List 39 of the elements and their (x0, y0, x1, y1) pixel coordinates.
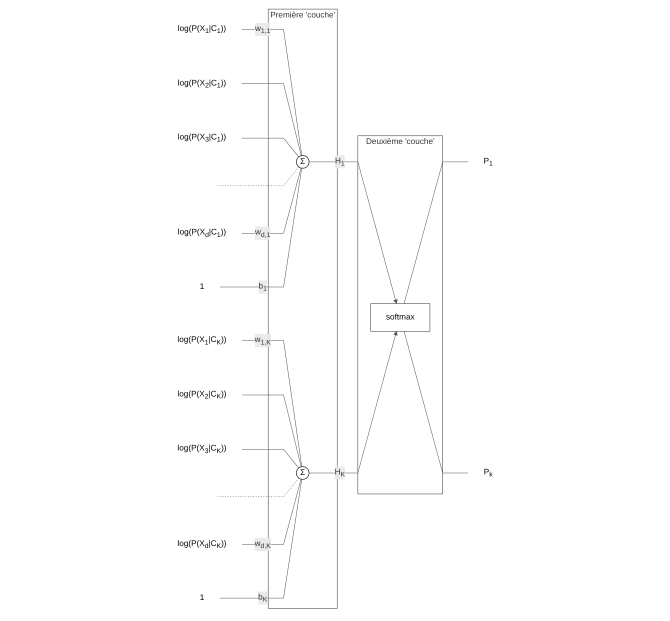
connector (404, 330, 469, 474)
connector (241, 394, 302, 468)
node-text: P$_{k}$ (484, 468, 493, 478)
connector (241, 29, 302, 156)
connector (241, 478, 302, 545)
node-text: log(P(X$_{d}$|C$_{1}$)) (178, 228, 226, 238)
connector (216, 478, 299, 498)
connector (241, 138, 299, 158)
edge-label: H$_{K}$ (334, 468, 345, 478)
connector (216, 166, 299, 186)
node-text: log(P(X$_{3}$|C$_{1}$)) (178, 132, 226, 144)
edge-label: w$_{1,K}$ (254, 336, 271, 346)
node-text: 1 (200, 282, 204, 292)
connector (241, 84, 302, 156)
edge-label: H$_{1}$ (334, 156, 345, 168)
node-text: 1 (200, 593, 204, 602)
edge-label: b$_{1}$ (258, 282, 267, 292)
connector (219, 479, 302, 598)
edge-label: w$_{1,1}$ (254, 24, 270, 35)
connector (241, 448, 299, 468)
connector (241, 168, 302, 234)
node-text: log(P(X$_{3}$|C$_{K}$)) (177, 444, 226, 454)
node-text: P$_{1}$ (483, 156, 493, 168)
connector (219, 168, 302, 288)
node-text: log(P(X$_{1}$|C$_{K}$)) (177, 336, 226, 346)
connector (241, 340, 302, 467)
edge-label: b$_{K}$ (258, 592, 268, 604)
connector (404, 162, 468, 304)
edge-label: w$_{d,K}$ (254, 539, 271, 550)
arrow (308, 162, 398, 304)
node-text: log(P(X$_{2}$|C$_{K}$)) (177, 390, 226, 400)
edge-label: w$_{d,1}$ (254, 228, 270, 238)
node-text: log(P(X$_{1}$|C$_{1}$)) (178, 24, 226, 35)
node-text: log(P(X$_{d}$|C$_{K}$)) (177, 539, 226, 550)
node-circle: Σ (296, 466, 310, 480)
node-circle: Σ (296, 155, 310, 169)
node-box: softmax (370, 303, 430, 332)
node-text: log(P(X$_{2}$|C$_{1}$)) (178, 78, 226, 89)
arrow (308, 331, 398, 474)
